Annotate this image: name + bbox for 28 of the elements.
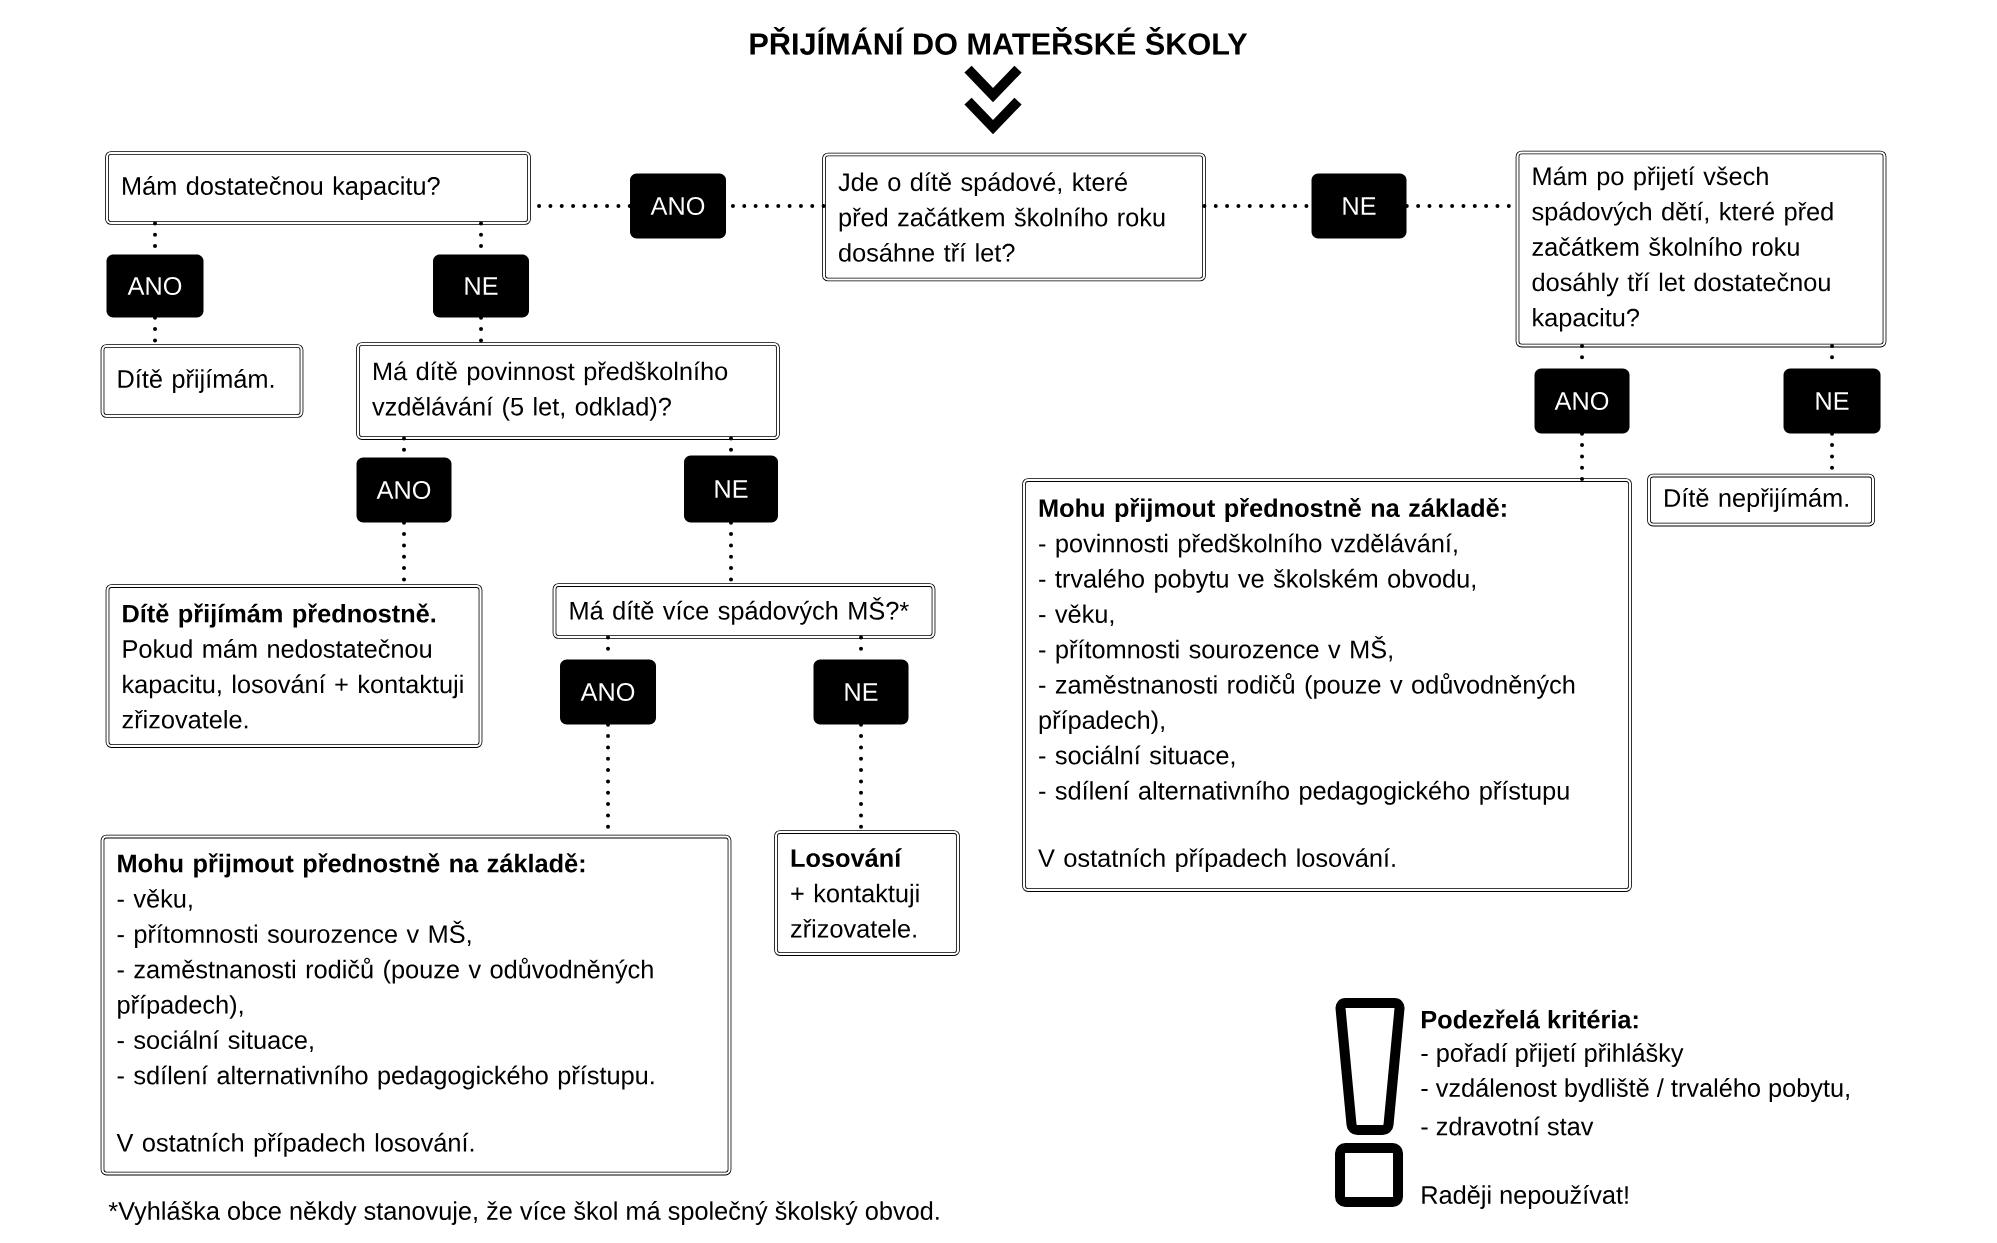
- text-box: Mohu přijmout přednostně na základě: - věku, - přítomnosti sourozence v MŠ, - zaměstnanosti rodičů (pouze v odůvodněných případech), - sociální situace, - sdílení alternativního pedagogického přístupu. V ostatních případech losování.: [100, 834, 732, 1176]
- text-box: Má dítě více spádových MŠ?*: [552, 583, 936, 639]
- footnote: *Vyhláška obce někdy stanovuje, že více škol má společný školský obvod.: [108, 1201, 939, 1225]
- warning-text: - vzdálenost bydliště / trvalého pobytu,: [1421, 1078, 1849, 1102]
- warning-text: - pořadí přijetí přihlášky: [1421, 1043, 1684, 1067]
- warning-text: - zdravotní stav: [1421, 1116, 1594, 1136]
- answer-badge: ANO: [106, 254, 204, 318]
- warning-text: Podezřelá kritéria:: [1422, 1009, 1638, 1029]
- text-box: Má dítě povinnost předškolního vzdělávání (5 let, odklad)?: [356, 342, 780, 440]
- text-box: Dítě nepřijímám.: [1647, 473, 1875, 527]
- answer-badge: NE: [684, 455, 778, 523]
- answer-badge: ANO: [1534, 368, 1630, 434]
- text-box: Losování + kontaktuji zřizovatele.: [774, 830, 960, 956]
- answer-badge: NE: [433, 254, 529, 318]
- answer-badge: NE: [1783, 368, 1881, 434]
- text-box: Mohu přijmout přednostně na základě: - povinnosti předškolního vzdělávání, - trvalého pobytu ve školském obvodu, - věku, - přítomnosti sourozence v MŠ, - zaměstnanosti rodičů (pouze v odůvodněných případech), - sociální situace, - sdílení alternativního pedagogického přístupu V ostatních případech losování.: [1022, 478, 1632, 892]
- text-box: Dítě přijímám.: [100, 344, 304, 418]
- text-box: Dítě přijímám přednostně. Pokud mám nedostatečnou kapacitu, losování + kontaktuji zřizovatele.: [105, 584, 483, 748]
- answer-badge: ANO: [356, 457, 452, 523]
- answer-badge: NE: [813, 659, 909, 725]
- title: PŘIJÍMÁNÍ DO MATEŘSKÉ ŠKOLY: [750, 27, 1248, 55]
- text-box: Mám dostatečnou kapacitu?: [105, 151, 531, 225]
- answer-badge: NE: [1311, 173, 1407, 239]
- text-box: Jde o dítě spádové, které před začátkem školního roku dosáhne tří let?: [822, 152, 1206, 282]
- answer-badge: ANO: [630, 173, 726, 239]
- warning-text: Raději nepoužívat!: [1422, 1185, 1628, 1209]
- text-box: Mám po přijetí všech spádových dětí, které před začátkem školního roku dosáhly tří let dostatečnou kapacitu?: [1515, 150, 1887, 348]
- answer-badge: ANO: [560, 659, 656, 725]
